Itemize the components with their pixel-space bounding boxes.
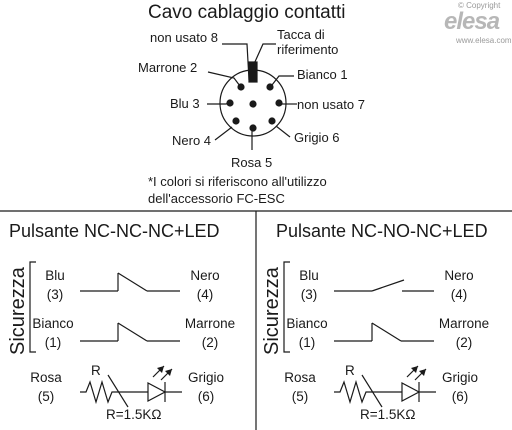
- left-blu-label: Blu (3): [45, 268, 65, 302]
- left-panel-title: Pulsante NC-NC-NC+LED: [9, 221, 220, 241]
- reference-notch: [248, 61, 258, 83]
- pin-6-label: Grigio 6: [294, 130, 340, 145]
- right-nero-label: Nero (4): [444, 268, 474, 302]
- right-grigio-label: Grigio (6): [441, 370, 478, 404]
- pin-5-label: Rosa 5: [231, 155, 273, 170]
- pin-7-label: non usato 7: [297, 97, 365, 112]
- connector-pins: [226, 83, 283, 132]
- left-resistor-value: R=1.5KΩ: [106, 407, 162, 422]
- diagram-title: Cavo cablaggio contatti: [148, 2, 346, 23]
- reference-notch-label: Tacca di riferimento: [277, 27, 339, 57]
- left-safety-label: Sicurezza: [7, 267, 29, 355]
- copyright-label: © Copyright: [458, 1, 501, 10]
- right-panel-title: Pulsante NC-NO-NC+LED: [276, 221, 488, 241]
- elesa-logo: elesa: [444, 8, 500, 35]
- right-bianco-label: Bianco (1): [286, 316, 328, 350]
- pin-4-label: Nero 4: [172, 133, 212, 148]
- right-blu-label: Blu (3): [299, 268, 319, 302]
- left-resistor-symbol-label: R: [91, 363, 101, 378]
- right-safety-label: Sicurezza: [261, 267, 283, 355]
- color-note-line-1: *I colori si riferiscono all'utilizzo: [148, 174, 327, 189]
- left-schematic: [29, 261, 182, 408]
- left-nero-label: Nero (4): [190, 268, 220, 302]
- pin-8-label: non usato 8: [150, 30, 218, 45]
- left-grigio-label: Grigio (6): [187, 370, 224, 404]
- pin-3-label: Blu 3: [170, 96, 200, 111]
- website-url: www.elesa.com: [456, 36, 512, 45]
- pin-2-label: Marrone 2: [138, 60, 198, 75]
- right-marrone-label: Marrone (2): [438, 316, 490, 350]
- left-marrone-label: Marrone (2): [184, 316, 236, 350]
- left-rosa-label: Rosa (5): [30, 370, 62, 404]
- right-rosa-label: Rosa (5): [284, 370, 316, 404]
- right-resistor-value: R=1.5KΩ: [360, 407, 416, 422]
- color-note-line-2: dell'accessorio FC-ESC: [148, 191, 285, 206]
- right-resistor-symbol-label: R: [345, 363, 355, 378]
- left-bianco-label: Bianco (1): [32, 316, 74, 350]
- pin-1-label: Bianco 1: [297, 67, 348, 82]
